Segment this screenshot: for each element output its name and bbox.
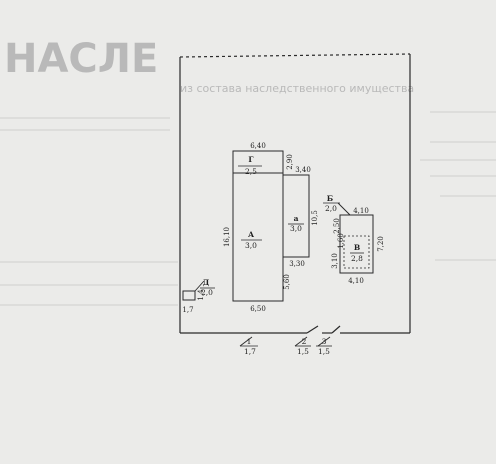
ghost-subheading: из состава наследственного имущества (180, 82, 414, 95)
building-annex-a-top-dim: 3,40 (295, 166, 311, 174)
building-v-side-dim: 7,20 (377, 236, 385, 252)
building-g-letter: Г (248, 155, 254, 164)
building-v-left2-dim: 1,60 (337, 233, 345, 249)
building-d-letter: Д (203, 278, 210, 287)
building-a-length-dim: 16,10 (223, 227, 231, 247)
fence-2-height: 1,5 (297, 347, 309, 356)
building-v-height: 2,8 (351, 254, 363, 263)
building-d: Д 2,0 1,4 1,7 (182, 278, 215, 314)
fence-2: 2 1,5 (294, 336, 311, 356)
fence-3: 3 1,5 (316, 336, 332, 356)
building-annex-a: 3,40 а 3,0 10,5 3,30 5,60 (282, 166, 319, 290)
building-g-height: 2,5 (245, 167, 257, 176)
fence-1-height: 1,7 (244, 347, 256, 356)
building-v-left3-dim: 3,10 (331, 253, 339, 269)
building-d-height: 2,0 (201, 288, 213, 297)
building-d-side-dim: 1,4 (197, 289, 205, 301)
fence-3-number: 3 (322, 337, 327, 346)
building-a-top-dim: 6,40 (250, 142, 266, 150)
building-v-top-dim: 4,10 (353, 207, 369, 215)
building-g-side-dim: 2,90 (286, 154, 294, 170)
ghost-heading: НАСЛЕ (4, 36, 158, 82)
building-b-letter: Б (327, 194, 333, 203)
building-annex-a-offset-dim: 5,60 (283, 274, 291, 290)
fence-1: 1 1,7 (239, 336, 258, 356)
building-annex-a-height: 3,0 (290, 224, 302, 233)
building-annex-a-bottom-dim: 3,30 (289, 260, 305, 268)
building-v-left1-dim: 2,50 (333, 218, 341, 234)
plot-boundary (179, 53, 411, 334)
building-b: Б 2,0 (323, 194, 351, 216)
building-a-letter: А (248, 230, 255, 239)
building-g: Г 2,5 2,90 (232, 150, 294, 176)
building-d-bottom-dim: 1,7 (182, 306, 193, 314)
fence-2-number: 2 (302, 337, 307, 346)
building-a-width-dim: 6,50 (250, 305, 266, 313)
building-annex-a-letter: а (294, 214, 299, 223)
bleed-through-lines (0, 111, 496, 306)
building-v: 4,10 В 2,8 7,20 4,10 2,50 1,60 3,10 (331, 207, 385, 285)
building-a-height: 3,0 (245, 241, 257, 250)
building-v-bottom-dim: 4,10 (348, 277, 364, 285)
building-b-height: 2,0 (325, 204, 337, 213)
fence-3-height: 1,5 (318, 347, 330, 356)
building-v-letter: В (354, 243, 360, 252)
fence-1-number: 1 (247, 337, 252, 346)
building-annex-a-side-dim: 10,5 (311, 210, 319, 226)
